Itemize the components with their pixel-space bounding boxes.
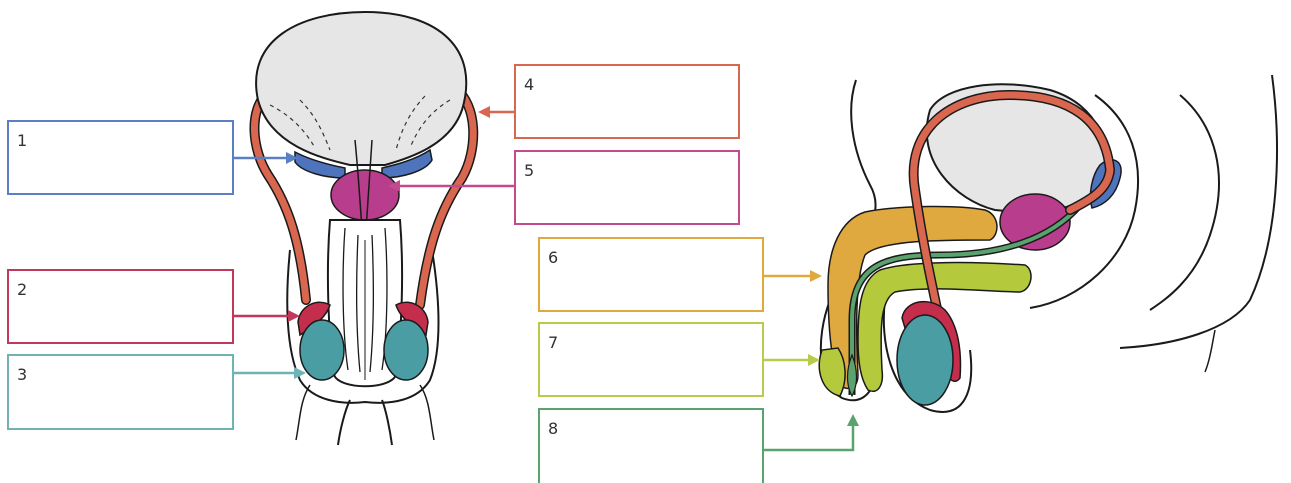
label-number: 2	[17, 280, 27, 299]
front-bladder	[256, 12, 466, 165]
label-box-4[interactable]: 4	[514, 64, 740, 139]
front-prostate	[331, 170, 399, 220]
front-base-lines	[338, 400, 392, 445]
label-box-1[interactable]: 1	[7, 120, 234, 195]
front-view	[254, 12, 473, 445]
arrow-8	[763, 424, 853, 450]
label-box-2[interactable]: 2	[7, 269, 234, 344]
label-number: 8	[548, 419, 558, 438]
label-box-8[interactable]: 8	[538, 408, 764, 483]
label-number: 6	[548, 248, 558, 267]
label-number: 4	[524, 75, 534, 94]
side-testis	[897, 315, 953, 405]
label-number: 5	[524, 161, 534, 180]
label-box-6[interactable]: 6	[538, 237, 764, 312]
label-number: 7	[548, 333, 558, 352]
side-view	[819, 75, 1277, 412]
label-number: 3	[17, 365, 27, 384]
label-box-3[interactable]: 3	[7, 354, 234, 430]
front-testis-right	[384, 320, 428, 380]
label-box-5[interactable]: 5	[514, 150, 740, 225]
front-testis-left	[300, 320, 344, 380]
label-number: 1	[17, 131, 27, 150]
label-box-7[interactable]: 7	[538, 322, 764, 397]
